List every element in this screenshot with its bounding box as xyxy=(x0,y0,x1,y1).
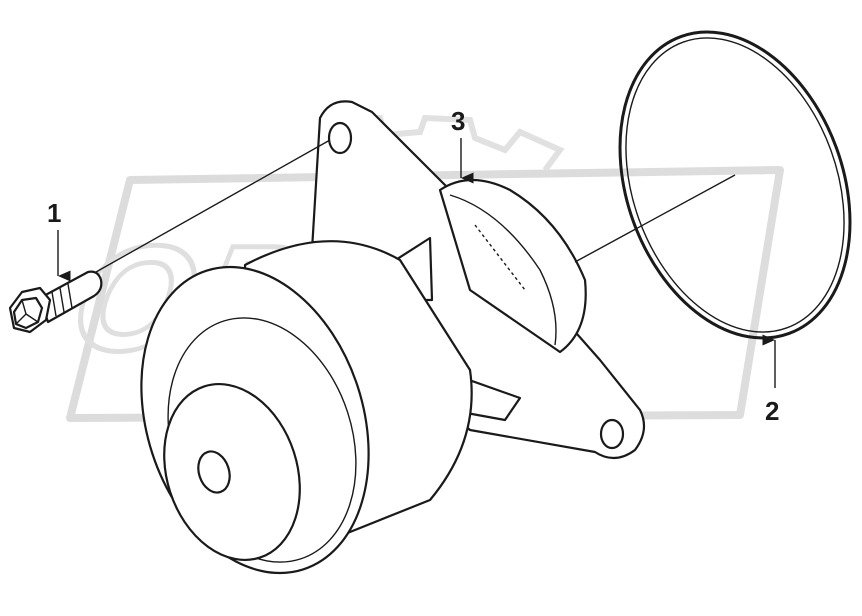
water-pump-part xyxy=(140,100,646,575)
callout-water-pump: 3 xyxy=(451,106,474,184)
callout-gasket: 2 xyxy=(762,334,779,426)
callout-label-2: 2 xyxy=(765,396,779,426)
gasket-part xyxy=(618,30,852,340)
callout-label-3: 3 xyxy=(451,106,465,136)
bolt-part xyxy=(8,270,103,334)
assembly-lines xyxy=(95,139,736,273)
callout-bolt: 1 xyxy=(47,198,71,282)
callout-label-1: 1 xyxy=(47,198,61,228)
